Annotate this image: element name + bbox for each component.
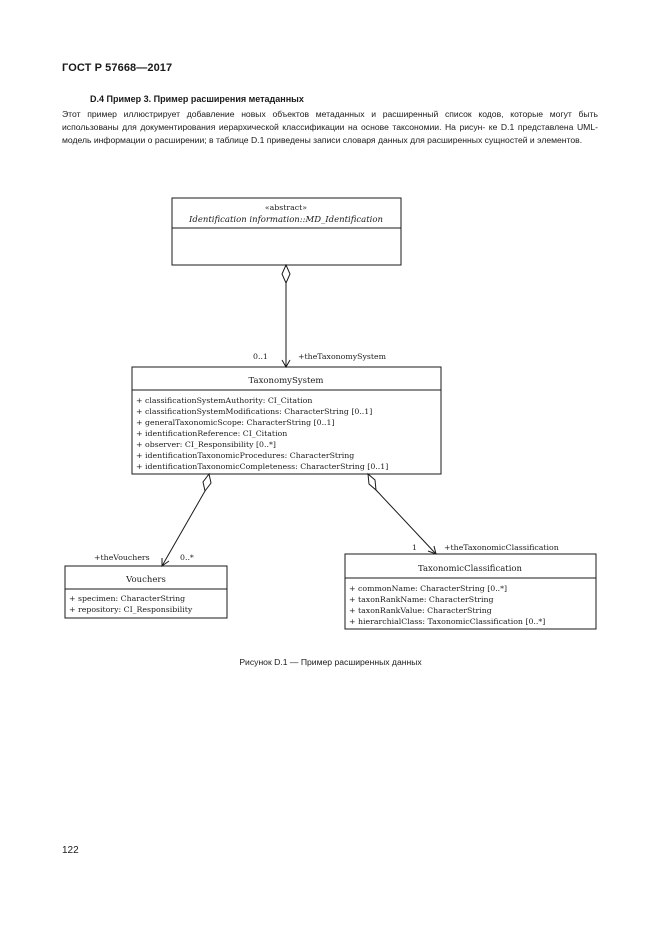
classification-attribute: + commonName: CharacterString [0..*] — [349, 584, 507, 593]
taxonomy-attribute: + classificationSystemAuthority: CI_Cita… — [136, 396, 312, 405]
aggregation-diamond-icon — [281, 263, 291, 285]
section-title: D.4 Пример 3. Пример расширения метаданн… — [90, 94, 304, 104]
vouchers-name: Vouchers — [125, 575, 166, 585]
paragraph-line: для расширенных сущностей и элементов. — [410, 135, 583, 145]
taxonomy-attribute: + identificationTaxonomicCompleteness: C… — [136, 462, 388, 471]
vouchers-box: Vouchers + specimen: CharacterString + r… — [64, 565, 228, 619]
role-vouchers: +theVouchers — [94, 553, 150, 562]
association-classification: 1 +theTaxonomicClassification — [367, 472, 559, 555]
abstract-class-name: Identification information::MD_Identific… — [188, 215, 383, 225]
taxonomy-attribute: + classificationSystemModifications: Cha… — [136, 407, 372, 416]
taxonomy-system-box: TaxonomySystem + classificationSystemAut… — [131, 366, 442, 475]
taxonomy-attribute: + generalTaxonomicScope: CharacterString… — [136, 418, 335, 427]
document-header: ГОСТ Р 57668—2017 — [62, 62, 173, 74]
classification-attribute: + hierarchialClass: TaxonomicClassificat… — [349, 617, 545, 626]
paragraph-line: могут быть использованы для документиров… — [62, 109, 599, 132]
multiplicity-taxonomy: 0..1 — [253, 352, 268, 361]
classification-attribute: + taxonRankValue: CharacterString — [349, 606, 492, 615]
multiplicity-vouchers: 0..* — [180, 553, 194, 562]
taxonomic-classification-name: TaxonomicClassification — [418, 564, 523, 574]
taxonomy-attribute: + identificationReference: CI_Citation — [136, 429, 287, 438]
paragraph-line: ке D.1 представлена UML-модель информаци… — [62, 122, 598, 145]
taxonomy-system-name: TaxonomySystem — [249, 376, 324, 386]
association-taxonomy: 0..1 +theTaxonomySystem — [253, 263, 387, 369]
paragraph-line: Этот пример иллюстрирует добавление новы… — [62, 109, 544, 119]
role-taxonomy: +theTaxonomySystem — [298, 352, 387, 361]
aggregation-diamond-icon — [367, 472, 377, 492]
taxonomy-attribute: + observer: CI_Responsibility [0..*] — [136, 440, 276, 449]
aggregation-diamond-icon — [202, 472, 212, 493]
page-number: 122 — [62, 845, 79, 856]
abstract-stereotype: «abstract» — [265, 203, 307, 212]
classification-attribute: + taxonRankName: CharacterString — [349, 595, 494, 604]
vouchers-attribute: + specimen: CharacterString — [69, 594, 185, 603]
taxonomy-attribute: + identificationTaxonomicProcedures: Cha… — [136, 451, 354, 460]
figure-caption: Рисунок D.1 — Пример расширенных данных — [239, 657, 422, 667]
association-vouchers: +theVouchers 0..* — [94, 472, 212, 567]
role-classification: +theTaxonomicClassification — [444, 543, 559, 552]
section-paragraph: Этот пример иллюстрирует добавление новы… — [62, 108, 598, 147]
abstract-class-box: «abstract» Identification information::M… — [171, 197, 402, 266]
vouchers-attribute: + repository: CI_Responsibility — [69, 605, 193, 614]
taxonomic-classification-box: TaxonomicClassification + commonName: Ch… — [344, 553, 597, 630]
multiplicity-classification: 1 — [412, 543, 417, 552]
